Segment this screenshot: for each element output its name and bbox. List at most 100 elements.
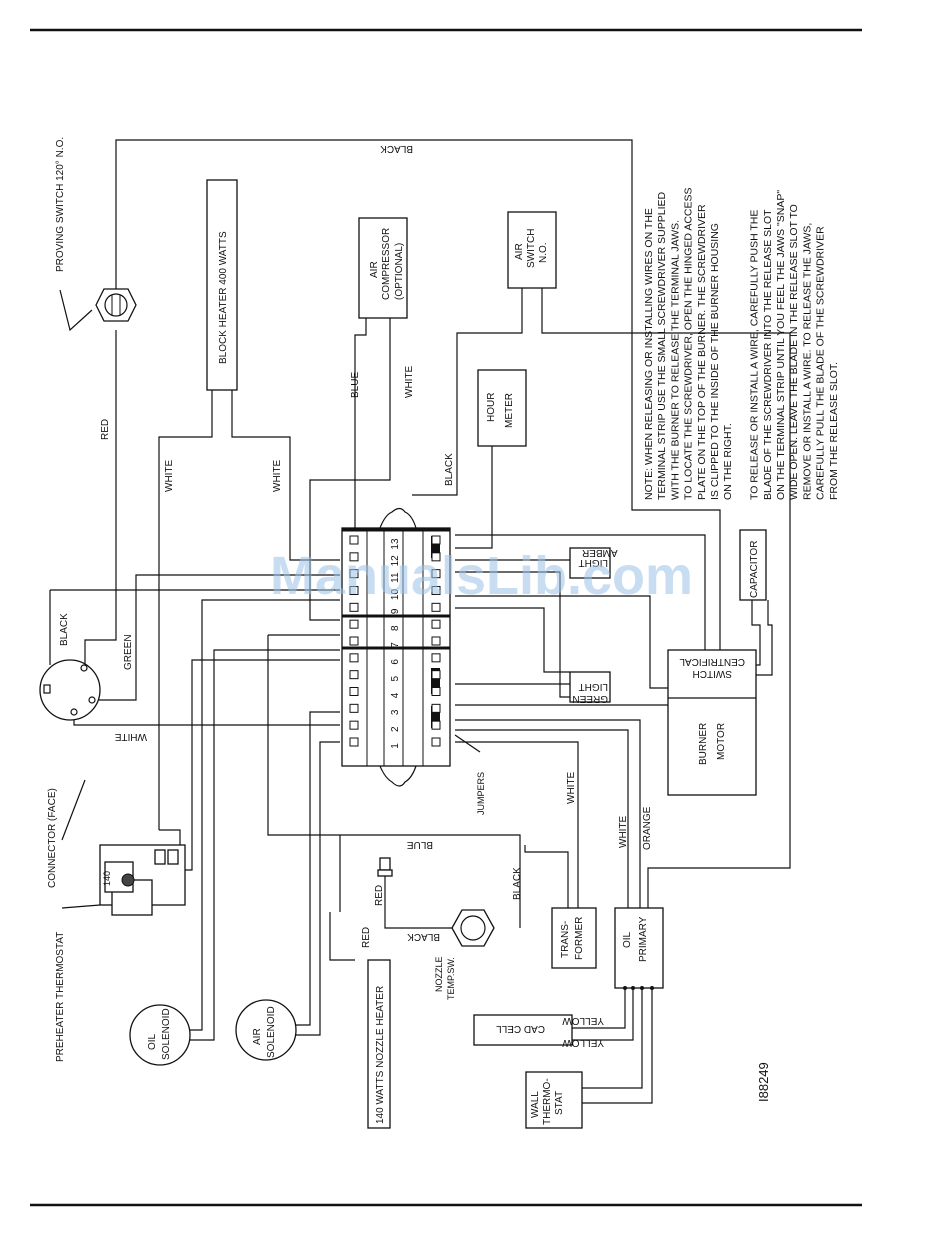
wire-preheater-b (180, 659, 340, 871)
note-line: NOTE: WHEN RELEASING OR INSTALLING WIRES… (643, 208, 655, 500)
release-slot (349, 636, 359, 646)
wire-label-yellow-2: YELLOW (562, 1037, 604, 1048)
wire-label-yellow-1: YELLOW (562, 1015, 604, 1026)
terminal-number: 10 (390, 589, 401, 601)
terminal-jaw (431, 737, 441, 747)
oil-solenoid (129, 1004, 191, 1066)
watermark: ManualsLib.com (270, 546, 693, 606)
wire-air-solenoid-a (288, 711, 340, 1026)
oil-primary-label-1: OIL (622, 931, 633, 948)
wire-centrifical-b (455, 595, 668, 689)
terminal-jaw (431, 636, 441, 646)
proving-switch-icon (95, 288, 137, 322)
wire-label-blue-1: BLUE (350, 372, 361, 398)
note-line: ON THE RIGHT. (722, 423, 734, 500)
capacitor (739, 529, 767, 601)
terminal-row: 8 (349, 619, 441, 631)
wire-wall-b (582, 988, 653, 1104)
release-slot (349, 737, 359, 747)
wire-air-solenoid-b (288, 741, 340, 1036)
release-slot (349, 653, 359, 663)
hour-meter-label-1: HOUR (486, 393, 497, 422)
terminal-number: 1 (390, 743, 401, 749)
note-line: FROM THE RELEASE SLOT. (828, 362, 840, 500)
wire-air-switch-left (412, 288, 523, 496)
nozzle-heater (367, 959, 391, 1129)
nozzle-temp-switch-icon (451, 909, 495, 947)
note-line: IS CLIPPED TO THE INSIDE OF THE BURNER H… (709, 223, 721, 500)
air-solenoid (235, 999, 297, 1061)
note-block: NOTE: WHEN RELEASING OR INSTALLING WIRES… (643, 187, 840, 500)
hour-meter-label-2: METER (504, 393, 515, 428)
terminal-jaw (431, 687, 441, 696)
burner-motor-label-2: MOTOR (716, 723, 727, 760)
terminal-jaw (431, 653, 441, 663)
terminal-row: 13 (349, 535, 441, 550)
wire-label-red: RED (100, 419, 111, 440)
note-line: REMOVE OR INSTALL A WIRE. TO RELEASE THE… (801, 223, 813, 500)
release-slot (349, 535, 359, 545)
air-switch-label-2: SWITCH (526, 229, 537, 268)
terminal-row: 4 (349, 687, 441, 698)
wire-label-white-4: WHITE (114, 731, 147, 742)
nozzle-temp-label-1: NOZZLE (434, 956, 444, 992)
amber-light (569, 547, 611, 579)
oil-primary-label-2: PRIMARY (638, 916, 649, 962)
wire-centrifical-a (455, 534, 706, 650)
release-slot (349, 720, 359, 730)
centrifical-label-1: CENTRIFICAL (679, 656, 745, 667)
air-switch-label-3: N.O. (538, 242, 549, 263)
wire-amber-b (455, 571, 570, 698)
block-heater-label: BLOCK HEATER 400 WATTS (218, 231, 229, 364)
wire-label-white-6: WHITE (618, 815, 629, 848)
wire-orange-primary (455, 719, 641, 908)
note-line: WITH THE BURNER TO RELEASE THE TERMINAL … (669, 220, 681, 500)
wire-white-block-right (231, 390, 340, 561)
nozzle-fitting-icon (377, 857, 393, 877)
terminal-jaw (431, 703, 441, 713)
terminal-number: 5 (390, 675, 401, 681)
note-line: WIDE OPEN. LEAVE THE BLADE IN THE RELEAS… (788, 204, 800, 500)
jumpers-label: JUMPERS (476, 772, 486, 815)
transformer-label-1: TRANS- (560, 921, 571, 958)
transformer-label-2: FORMER (574, 917, 585, 960)
figure-id: I88249 (756, 1062, 771, 1102)
air-solenoid-label-2: SOLENOID (266, 1006, 277, 1058)
release-slot (349, 703, 359, 713)
terminal-number: 8 (390, 625, 401, 631)
wall-thermostat-label-2: THERMO- (542, 1078, 553, 1125)
release-slot (349, 552, 359, 562)
terminal-number: 4 (390, 692, 401, 698)
terminal-row: 12 (349, 552, 441, 566)
wire-green-connector (92, 574, 340, 701)
air-solenoid-label-1: AIR (252, 1028, 263, 1045)
cad-cell (473, 1014, 573, 1046)
wire-white-connector (73, 712, 340, 726)
terminal-row: 2 (349, 720, 441, 732)
wall-thermostat-label-3: STAT (554, 1091, 565, 1115)
proving-pointer (59, 289, 93, 332)
wire-wall-a (582, 988, 643, 1089)
wire-label-black-4: BLACK (512, 867, 523, 900)
wire-yellow-a (572, 988, 626, 1029)
wire-white-transformer (455, 741, 579, 908)
jumper-pointer (454, 734, 481, 753)
air-compressor (358, 217, 408, 319)
terminal-number: 6 (390, 659, 401, 665)
wire-white-block-left (158, 390, 213, 830)
note-line: TERMINAL STRIP USE THE SMALL SCREWDRIVER… (656, 192, 668, 500)
air-switch (507, 211, 557, 289)
thermostat-value: 140 (102, 871, 112, 886)
centrifical-label-2: SWITCH (693, 668, 732, 679)
note-line: ON THE TERMINAL STRIP UNTIL YOU FEEL THE… (775, 190, 787, 500)
oil-solenoid-label-1: OIL (147, 1033, 158, 1050)
oil-solenoid-label-2: SOLENOID (161, 1008, 172, 1060)
terminal-row: 10 (349, 586, 441, 601)
terminal-row: 9 (349, 602, 441, 614)
capacitor-label: CAPACITOR (749, 541, 760, 598)
oil-primary (614, 907, 664, 989)
note-line: BLADE OF THE SCREWDRIVER INTO THE RELEAS… (762, 209, 774, 500)
terminal-jaw (431, 720, 441, 730)
